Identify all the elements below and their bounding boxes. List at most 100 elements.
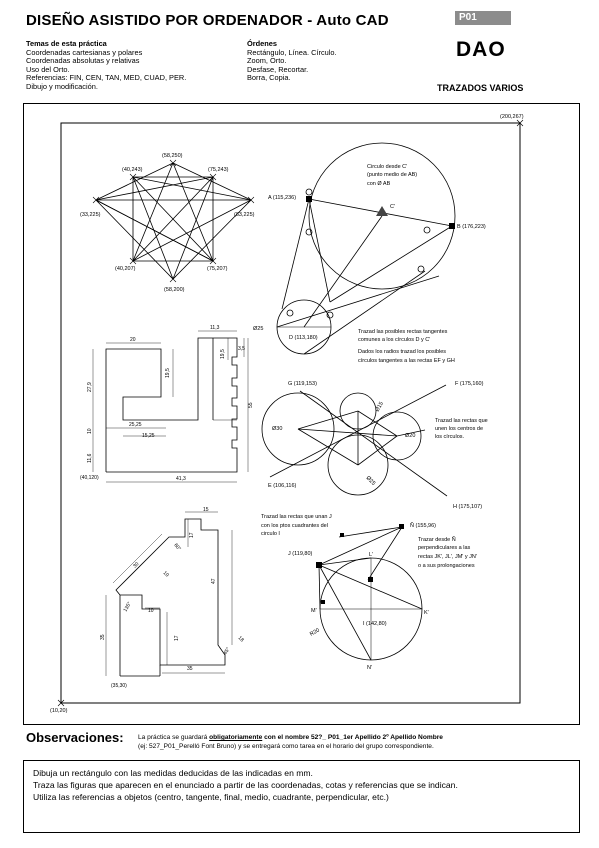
point-l-label: L': [369, 552, 373, 558]
circle-i-note: con los ptos cuadrantes del: [261, 523, 328, 529]
tangent-note: círculos tangentes a las rectas EF y GH: [358, 358, 455, 364]
point-k-label: K': [424, 610, 429, 616]
star-label: (58,200): [164, 287, 185, 293]
dim-label: 15,25: [142, 433, 155, 439]
dim-label: 17: [189, 532, 195, 538]
instruction-line: Utiliza las referencias a objetos (centr…: [33, 792, 389, 802]
corner-label-tr: (200,267): [500, 114, 524, 120]
tangent-note: comunes a los círculos D y C': [358, 337, 430, 343]
circle-diameter: Ø25: [365, 475, 377, 487]
dim-label: 35: [100, 634, 106, 640]
instruction-line: Dibuja un rectángulo con las medidas ded…: [33, 768, 313, 778]
circle-i-note: o a sus prolongaciones: [418, 563, 475, 569]
circle-c-group: [276, 142, 456, 355]
brand-label: DAO: [456, 38, 506, 61]
dim-label: 3,5: [238, 346, 245, 352]
circle-c-note: con Ø AB: [367, 181, 391, 187]
circle-d-diameter: Ø25: [253, 326, 263, 332]
point-e-label: E (106,116): [268, 483, 297, 489]
dim-label: 11,3: [210, 325, 220, 331]
dim-label: 27,9: [87, 382, 93, 392]
circle-i-note: perpendiculares a las: [418, 545, 471, 551]
dim-label: 60°: [172, 542, 181, 552]
dim-label: 135°: [123, 601, 133, 613]
tangent-note: Dados los radios trazad los posibles: [358, 349, 446, 355]
point-d-label: D (113,180): [289, 335, 318, 341]
star-figure: [95, 162, 252, 280]
dim-label: 55: [248, 402, 254, 408]
point-b-label: B (176,223): [457, 224, 486, 230]
circle-i-group: [316, 524, 423, 661]
observations-text: La práctica se guardará obligatoriamente…: [138, 734, 443, 750]
star-labels: (58,250) (40,243) (75,243) (33,225) (83,…: [80, 153, 255, 293]
dim-label: 10: [148, 608, 154, 614]
origin-label: (35,30): [111, 683, 127, 689]
dim-label: 45°: [223, 646, 232, 656]
point-f-label: F (175,160): [455, 381, 484, 387]
topic-line: Uso del Orto.: [26, 64, 70, 74]
circle-diameter: Ø30: [272, 426, 282, 432]
house-shape: [105, 511, 233, 677]
point-c-label: C': [390, 204, 395, 210]
dim-label: 10: [87, 428, 93, 434]
dim-label: 47: [211, 578, 217, 584]
commands-heading: Órdenes: [247, 39, 277, 48]
practice-code-badge: P01: [455, 11, 511, 25]
topics-block: Temas de esta práctica Coordenadas carte…: [26, 39, 186, 92]
radius-label: R20: [309, 627, 321, 637]
command-line: Rectángulo, Línea. Círculo.: [247, 47, 337, 57]
point-n-label: Ñ (155,96): [410, 522, 436, 529]
instructions-box: Dibuja un rectángulo con las medidas ded…: [23, 760, 580, 833]
star-label: (40,243): [122, 167, 143, 173]
circles-note: unen los centros de: [435, 426, 483, 432]
circles-note: los círculos.: [435, 434, 465, 440]
circle-diameter: Ø15: [375, 401, 385, 413]
drawing-frame: [23, 103, 580, 725]
circle-i-note: circulo I: [261, 531, 280, 537]
observations-label: Observaciones:: [26, 730, 124, 745]
dim-label: 15: [203, 507, 209, 513]
dim-label: 19,5: [220, 349, 226, 359]
dim-label: 10: [162, 570, 170, 578]
circle-diameter: Ø20: [405, 433, 415, 439]
topics-heading: Temas de esta práctica: [26, 39, 107, 48]
command-line: Borra, Copia.: [247, 73, 291, 83]
point-g-label: G (119,153): [288, 381, 317, 387]
dim-label: 19,5: [165, 368, 171, 378]
bracket-shape: [92, 330, 249, 483]
topic-line: Coordenadas cartesianas y polares: [26, 47, 143, 57]
point-m-label: M': [311, 608, 317, 614]
point-j-label: J (119,80): [288, 551, 313, 557]
star-label: (83,225): [234, 212, 255, 218]
star-label: (58,250): [162, 153, 183, 159]
dim-label: 11,6: [87, 453, 93, 463]
point-h-label: H (175,107): [453, 504, 482, 510]
star-label: (40,207): [115, 266, 136, 272]
circle-c-note: (punto medio de AB): [367, 172, 417, 178]
circle-i-note: Trazar desde Ñ: [418, 536, 456, 543]
point-a-label: A (115,236): [268, 195, 296, 201]
star-label: (75,243): [208, 167, 229, 173]
page-title: DISEÑO ASISTIDO POR ORDENADOR - Auto CAD: [26, 12, 389, 29]
dim-label: 30: [132, 561, 140, 569]
corner-marker: [57, 119, 524, 707]
tangent-note: Trazad las posibles rectas tangentes: [358, 329, 448, 335]
dim-label: 17: [174, 635, 180, 641]
inner-rectangle: [60, 122, 521, 704]
circle-i-note: rectas JK', JL', JM' y JN': [418, 554, 477, 560]
star-label: (33,225): [80, 212, 101, 218]
dim-label: 18: [237, 635, 245, 643]
four-circles-group: [261, 384, 448, 497]
topic-line: Dibujo y modificación.: [26, 81, 98, 91]
star-label: (75,207): [207, 266, 228, 272]
commands-block: Órdenes Rectángulo, Línea. Círculo. Zoom…: [247, 39, 337, 83]
instruction-line: Traza las figuras que aparecen en el enu…: [33, 780, 458, 790]
circle-i-note: Trazad las rectas que unan J: [261, 514, 332, 520]
origin-label: (40,120): [80, 475, 99, 481]
dim-label: 25,25: [129, 422, 142, 428]
circles-note: Trazad las rectas que: [435, 418, 488, 424]
dim-label: 20: [130, 337, 136, 343]
dim-label: 41,3: [176, 476, 186, 482]
command-line: Zoom, Orto.: [247, 56, 287, 66]
